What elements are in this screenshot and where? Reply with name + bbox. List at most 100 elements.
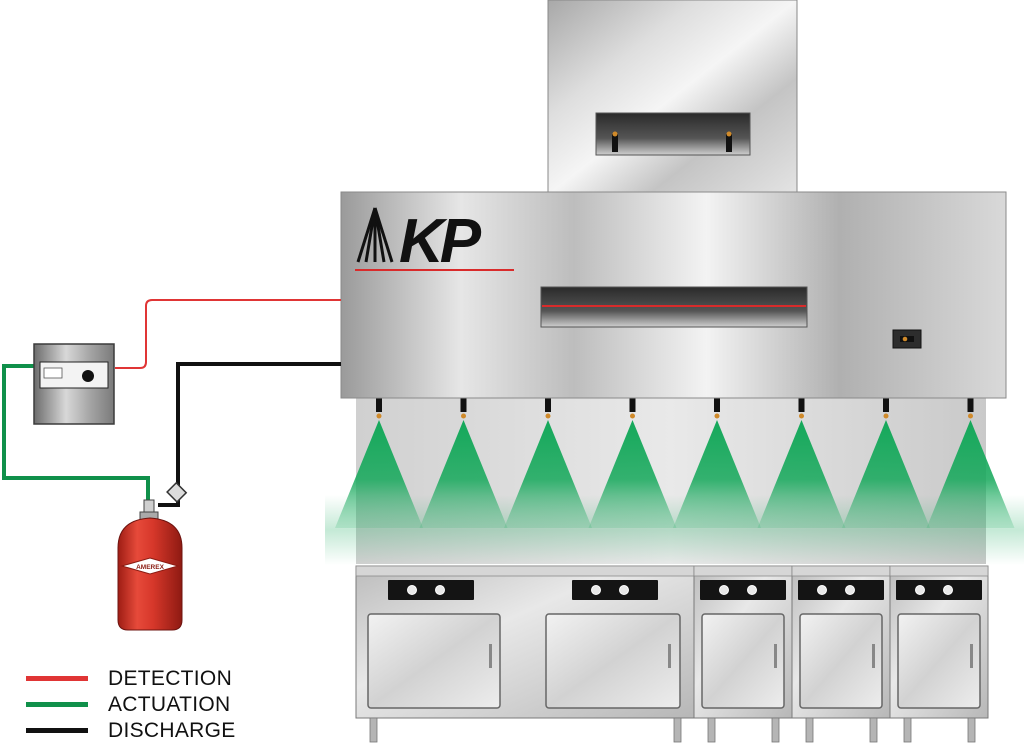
control-panel — [896, 580, 982, 600]
legend-swatch — [26, 676, 88, 681]
nozzle-tip — [376, 413, 382, 419]
legend-label: DETECTION — [108, 667, 233, 690]
door-handle — [872, 644, 875, 668]
knob-icon — [619, 585, 629, 595]
cabinet-door — [701, 613, 785, 709]
nozzle-spray — [504, 398, 592, 528]
door-handle — [668, 644, 671, 668]
spray-cone — [842, 420, 930, 528]
spray-cone — [588, 420, 677, 528]
legend-item-actuation: ACTUATION — [26, 692, 266, 718]
legend-item-discharge: DISCHARGE — [26, 718, 266, 744]
nozzle-tip — [714, 413, 720, 419]
nozzle-spray — [419, 398, 508, 528]
nozzle-icon — [545, 398, 551, 412]
appliance-leg — [673, 717, 682, 743]
spray-cone — [926, 420, 1015, 528]
knob-icon — [435, 585, 445, 595]
agent-cylinder: AMEREX — [117, 499, 183, 631]
duct-detector-icon — [612, 131, 618, 152]
nozzle-icon — [376, 398, 382, 412]
knob-icon — [817, 585, 827, 595]
appliance-leg — [707, 717, 716, 743]
control-panel — [572, 580, 658, 600]
nozzle-spray — [673, 398, 761, 528]
discharge-line — [158, 362, 341, 507]
spray-cones — [335, 398, 1015, 528]
spray-cone — [757, 420, 846, 528]
legend-swatch — [26, 728, 88, 733]
knob-icon — [747, 585, 757, 595]
legend-swatch — [26, 702, 88, 707]
nozzle-tip — [883, 413, 889, 419]
detection-line — [115, 299, 341, 369]
control-panel — [798, 580, 884, 600]
nozzle-icon — [460, 398, 467, 412]
amerex-label: AMEREX — [120, 557, 180, 575]
cooking-appliances — [355, 565, 989, 743]
cabinet-door — [367, 613, 501, 709]
spray-fan-icon — [356, 207, 394, 263]
appliance-unit — [791, 565, 891, 743]
spray-cone — [419, 420, 508, 528]
nozzle-tip — [799, 413, 804, 419]
appliance-leg — [369, 717, 378, 743]
nozzle-spray — [588, 398, 677, 528]
nozzle-icon — [798, 398, 805, 412]
indicator-light-icon — [82, 370, 94, 382]
svg-text:AMEREX: AMEREX — [136, 564, 164, 571]
piping — [2, 299, 341, 507]
hood-body — [340, 191, 1007, 399]
knob-icon — [845, 585, 855, 595]
nozzle-icon — [883, 398, 889, 412]
legend-label: ACTUATION — [108, 693, 231, 716]
nozzle-icon — [967, 398, 974, 412]
appliance-unit — [889, 565, 989, 743]
door-handle — [489, 644, 492, 668]
cabinet-door — [545, 613, 681, 709]
knob-icon — [407, 585, 417, 595]
knob-icon — [915, 585, 925, 595]
door-handle — [970, 644, 973, 668]
appliance-leg — [771, 717, 780, 743]
logo-text: KP — [399, 207, 482, 276]
appliance-unit — [693, 565, 793, 743]
knob-icon — [591, 585, 601, 595]
nozzle-tip — [545, 413, 551, 419]
control-panel — [388, 580, 474, 600]
appliance-leg — [869, 717, 878, 743]
control-box — [33, 343, 115, 425]
nozzle-spray — [335, 398, 423, 528]
cabinet-door — [897, 613, 981, 709]
appliance-unit — [355, 565, 695, 743]
appliance-leg — [903, 717, 912, 743]
nozzle-tip — [630, 413, 635, 419]
legend-label: DISCHARGE — [108, 719, 236, 742]
knob-icon — [943, 585, 953, 595]
exhaust-duct — [547, 0, 798, 196]
spray-cone — [335, 420, 423, 528]
nozzle-spray — [926, 398, 1015, 528]
door-handle — [774, 644, 777, 668]
knob-icon — [719, 585, 729, 595]
legend: DETECTION ACTUATION DISCHARGE — [26, 666, 266, 744]
appliance-leg — [967, 717, 976, 743]
nozzle-spray — [757, 398, 846, 528]
detector-icon — [892, 329, 922, 349]
spray-cone — [673, 420, 761, 528]
cabinet-door — [799, 613, 883, 709]
legend-item-detection: DETECTION — [26, 666, 266, 692]
spray-cone — [504, 420, 592, 528]
actuation-line — [2, 364, 150, 500]
appliance-leg — [805, 717, 814, 743]
control-panel — [700, 580, 786, 600]
nozzle-tip — [968, 413, 973, 419]
duct-detector-icon — [726, 131, 732, 152]
nozzle-icon — [629, 398, 636, 412]
nozzle-tip — [461, 413, 466, 419]
nozzle-icon — [714, 398, 720, 412]
nozzle-spray — [842, 398, 930, 528]
pipe-fitting — [166, 481, 188, 503]
kp-logo: KP — [355, 207, 514, 276]
